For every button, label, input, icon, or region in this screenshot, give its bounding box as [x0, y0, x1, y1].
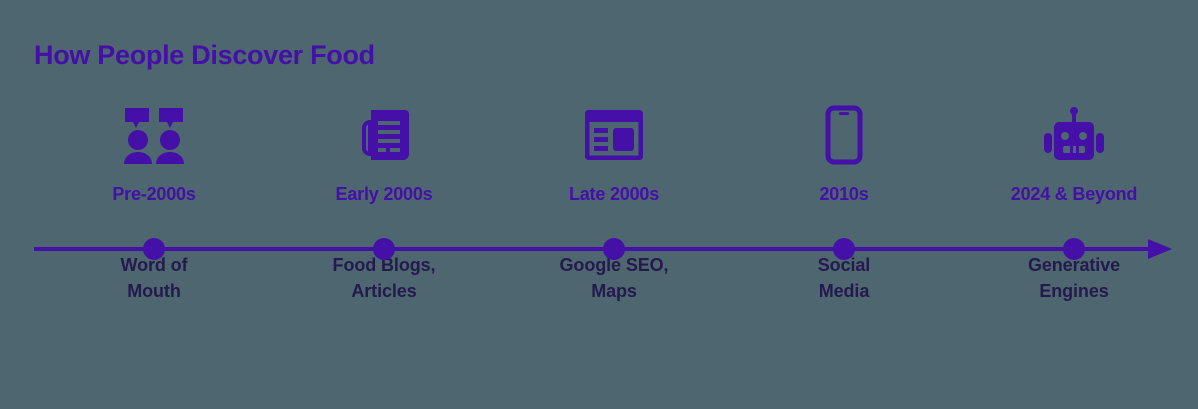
robot-head-icon — [974, 100, 1174, 170]
smartphone-icon — [744, 100, 944, 170]
timeline-era-label: Late 2000s — [568, 184, 660, 204]
timeline-era-label: 2024 & Beyond — [1010, 184, 1138, 204]
timeline-era-label: Pre-2000s — [112, 184, 196, 204]
browser-search-results-icon — [514, 100, 714, 170]
timeline-dot — [603, 238, 625, 260]
timeline-desc-line1: Word of — [120, 255, 188, 275]
timeline-stage-pre-2000s: Pre-2000s Word of Mouth — [54, 100, 254, 304]
timeline-axis — [0, 236, 1198, 262]
timeline-desc-line2: Maps — [591, 280, 637, 301]
newspaper-article-icon — [284, 100, 484, 170]
timeline-desc: Word of Mouth — [54, 253, 254, 304]
timeline-stage-late-2000s: Late 2000s Google SEO, Maps — [514, 100, 714, 304]
timeline-desc: Generative Engines — [974, 253, 1174, 304]
timeline-desc: Social Media — [744, 253, 944, 304]
timeline-era-label: 2010s — [819, 184, 869, 204]
timeline-desc-line1: Generative — [1027, 255, 1121, 275]
timeline-dot — [833, 238, 855, 260]
timeline-desc: Food Blogs, Articles — [284, 253, 484, 304]
timeline-stage-2010s: 2010s Social Media — [744, 100, 944, 304]
page-title: How People Discover Food — [34, 40, 375, 70]
timeline-desc-line1: Social — [817, 255, 871, 275]
people-speech-bubbles-icon — [54, 100, 254, 170]
timeline-dot — [143, 238, 165, 260]
timeline-desc-line2: Articles — [351, 280, 417, 301]
timeline-dot — [373, 238, 395, 260]
timeline-desc-line1: Google SEO, — [559, 255, 669, 275]
timeline-desc-line2: Media — [818, 280, 870, 301]
timeline-stages: Pre-2000s Word of Mouth Early 2000s — [0, 100, 1198, 350]
timeline-desc-line1: Food Blogs, — [332, 255, 436, 275]
timeline-desc-line2: Engines — [1039, 280, 1109, 301]
timeline-desc: Google SEO, Maps — [514, 253, 714, 304]
timeline-stage-early-2000s: Early 2000s Food Blogs, Articles — [284, 100, 484, 304]
timeline-desc-line2: Mouth — [127, 280, 181, 301]
timeline-dot — [1063, 238, 1085, 260]
timeline-stage-2024-beyond: 2024 & Beyond Generative Engines — [974, 100, 1174, 304]
timeline-era-label: Early 2000s — [335, 184, 433, 204]
